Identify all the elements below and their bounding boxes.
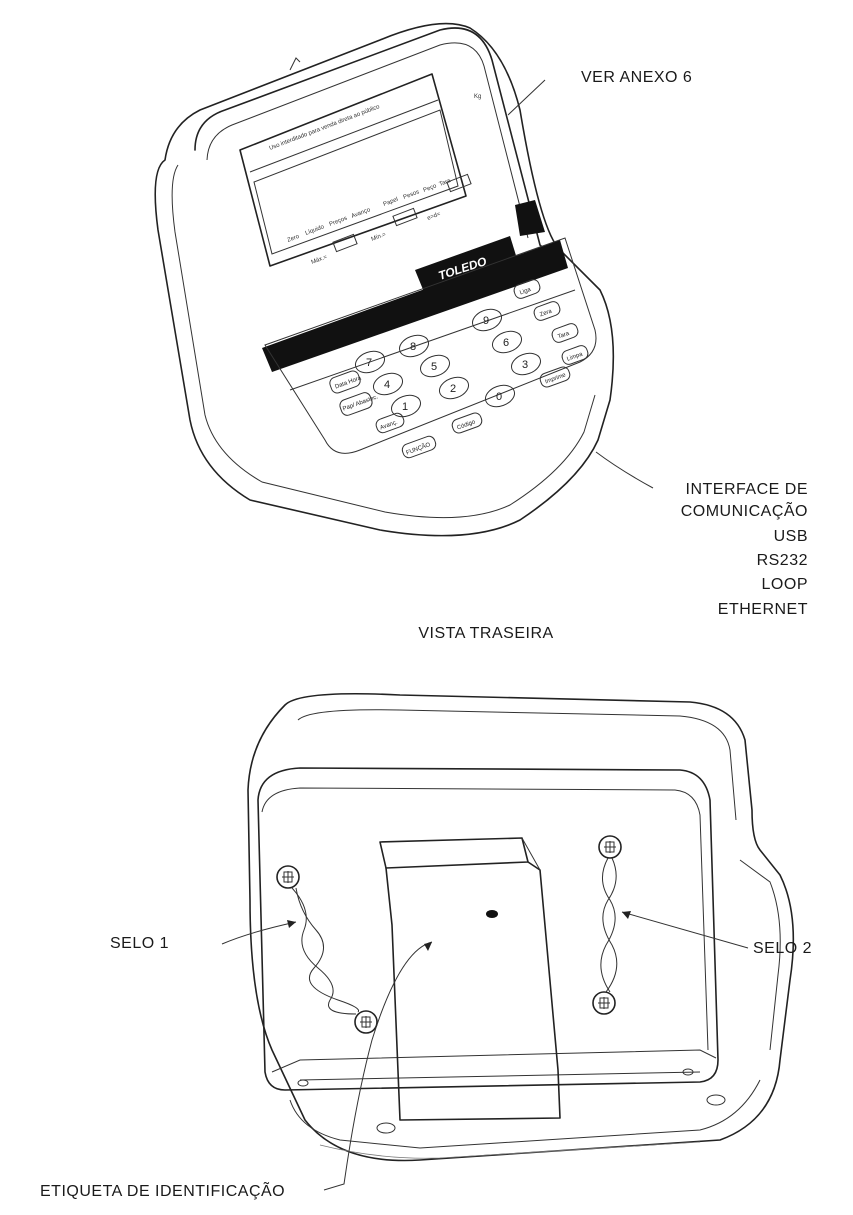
key-5: 5: [419, 354, 451, 378]
indicator-papel: Papel: [383, 197, 399, 208]
interface-line-ethernet: ETHERNET: [718, 601, 808, 618]
svg-text:Zera: Zera: [539, 308, 553, 318]
svg-text:Avanç.: Avanç.: [379, 419, 398, 431]
seal-2-assembly: [592, 835, 622, 1015]
key-pap-abastec: Pap/ Abastec.: [339, 392, 379, 416]
interface-line-rs232: RS232: [757, 552, 808, 569]
seal-1-label: SELO 1: [110, 935, 169, 952]
rear-foot-left: [376, 1122, 396, 1134]
interface-line-loop: LOOP: [762, 576, 808, 593]
indicator-row: Zero Líquido Preços Avanço Papel Pesos P…: [287, 178, 453, 244]
indicator-tara: Tara: [439, 178, 453, 188]
black-band-keypad: [262, 240, 568, 372]
svg-text:Limpa: Limpa: [566, 351, 584, 362]
callout-seal-1: SELO 1: [110, 920, 297, 952]
key-data-hora: Data Hora: [329, 370, 363, 394]
min-box: [392, 207, 418, 227]
scale-rear-view: [247, 692, 795, 1162]
key-tara: Tara: [551, 323, 579, 343]
svg-text:8: 8: [410, 341, 416, 353]
stand-dot: [486, 910, 498, 918]
scale-front-view: Uso interditado para venda direta ao púb…: [154, 22, 615, 537]
svg-text:9: 9: [483, 315, 489, 327]
seal-wire-right-a: [600, 857, 616, 993]
ed-label: e=d=: [427, 211, 442, 222]
svg-text:Liga: Liga: [519, 287, 532, 297]
screw-left-top: [276, 865, 300, 889]
interface-line-usb: USB: [774, 528, 808, 545]
screw-right-bottom: [592, 991, 616, 1015]
svg-text:Tara: Tara: [557, 331, 571, 341]
rear-foot-right: [706, 1094, 726, 1106]
seal-wire-left-a: [291, 887, 357, 1015]
callout-interface: INTERFACE DE COMUNICAÇÃO USB RS232 LOOP …: [595, 451, 808, 618]
screw-right-top: [598, 835, 622, 859]
key-avanco: Avanç.: [375, 412, 405, 434]
svg-text:7: 7: [366, 357, 372, 369]
svg-text:1: 1: [402, 401, 408, 413]
display-marker: Kg: [474, 94, 481, 100]
capacity-fields: Máx.= Mín.= e=d=: [311, 173, 472, 266]
svg-text:2: 2: [450, 383, 456, 395]
indicator-zero: Zero: [287, 234, 301, 244]
seal-wire-left-b: [295, 887, 360, 1013]
id-label-text: ETIQUETA DE IDENTIFICAÇÃO: [40, 1180, 285, 1200]
svg-text:6: 6: [503, 337, 509, 349]
svg-text:0: 0: [496, 391, 502, 403]
callout-seal-2: SELO 2: [621, 911, 812, 957]
svg-text:Código: Código: [456, 419, 477, 431]
key-3: 3: [510, 352, 542, 376]
stand-top: [379, 837, 529, 869]
key-codigo: Código: [451, 412, 483, 434]
key-4: 4: [372, 372, 404, 396]
svg-text:Imprime: Imprime: [544, 372, 567, 385]
key-liga: Liga: [513, 279, 541, 299]
key-zera: Zera: [533, 301, 561, 321]
indicator-pesos: Pesos: [403, 189, 421, 201]
seal-2-label: SELO 2: [753, 940, 812, 957]
key-funcao: FUNÇÃO: [401, 435, 437, 459]
indicator-liquido: Líquido: [305, 224, 326, 237]
indicator-precos: Preços: [329, 216, 349, 228]
interface-line-1: INTERFACE DE: [686, 481, 808, 498]
key-9: 9: [471, 308, 503, 332]
svg-text:4: 4: [384, 379, 390, 391]
key-0: 0: [484, 384, 516, 408]
max-label: Máx.=: [311, 254, 329, 266]
ed-box: [446, 173, 472, 193]
indicator-avanco: Avanço: [351, 207, 372, 220]
display-ref-label: VER ANEXO 6: [581, 69, 692, 86]
key-7: 7: [354, 350, 386, 374]
key-8: 8: [398, 334, 430, 358]
numeric-keypad: 7 8 9 4 5 6 1 2 3 0: [354, 308, 542, 418]
key-2: 2: [438, 376, 470, 400]
interface-line-2: COMUNICAÇÃO: [681, 500, 808, 520]
brand-strip: [415, 236, 518, 292]
key-limpa: Limpa: [561, 345, 589, 365]
key-6: 6: [491, 330, 523, 354]
key-1: 1: [390, 394, 422, 418]
svg-text:Data Hora: Data Hora: [334, 375, 362, 390]
callout-display-ref: VER ANEXO 6: [507, 69, 692, 116]
min-label: Mín.=: [371, 232, 388, 243]
max-box: [332, 233, 358, 253]
indicator-peco: Peço: [423, 183, 439, 194]
black-band-upper: [515, 200, 545, 236]
stand-body: [385, 861, 561, 1121]
rear-view-title: VISTA TRASEIRA: [418, 625, 553, 642]
rear-hole-right: [682, 1068, 694, 1076]
svg-text:3: 3: [522, 359, 528, 371]
callout-id-label: ETIQUETA DE IDENTIFICAÇÃO: [40, 941, 433, 1200]
seal-wire-right-b: [602, 857, 618, 993]
seal-1-assembly: [276, 865, 378, 1034]
svg-text:5: 5: [431, 361, 437, 373]
svg-text:Pap/ Abastec.: Pap/ Abastec.: [342, 394, 379, 412]
rear-hole-left: [297, 1079, 309, 1087]
screw-left-bottom: [354, 1010, 378, 1034]
